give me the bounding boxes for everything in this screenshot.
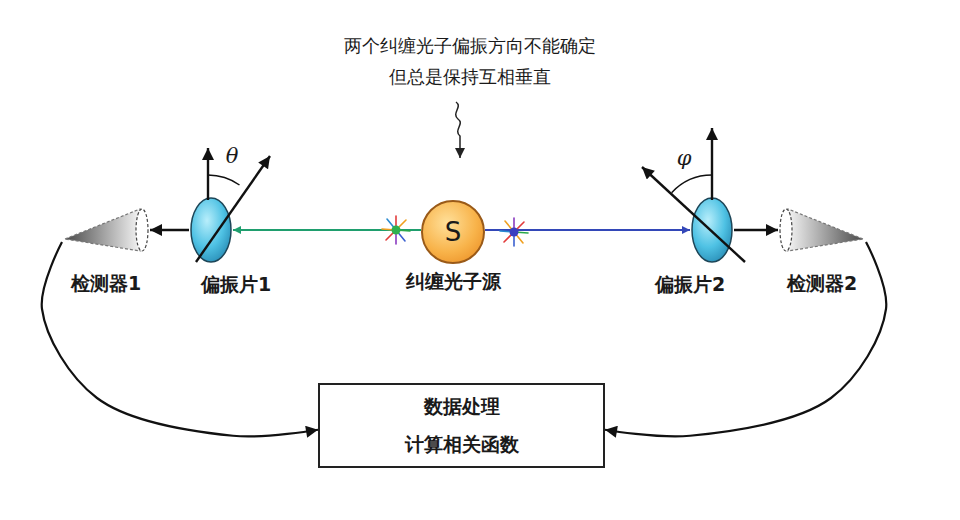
label-holder: 偏振片1 [201,272,271,298]
angle-arc [208,175,240,185]
box-body: 计算相关函数 [405,432,519,458]
label-holder: 纠缠光子源 [406,269,501,295]
angle-arc [672,175,712,193]
photon-source: S纠缠光子源 [421,200,485,264]
label-holder: 检测器2 [787,271,857,297]
angle-symbol: φ [677,146,692,170]
detector: 检测器2 [778,206,866,254]
polarizer-disc [189,196,233,264]
part-label: 检测器2 [787,272,857,294]
signal-arrow [605,242,886,436]
detector-horn [778,206,866,254]
angle-symbol: θ [226,144,239,168]
label-holder: θ [226,144,239,168]
label-holder: 偏振片2 [655,272,725,298]
reference-axis [207,148,209,200]
polarizer-axis [196,156,270,262]
process-box: 数据处理计算相关函数 [318,383,605,468]
polarizer-disc [690,196,734,264]
photon-green [382,216,410,244]
part-label: 纠缠光子源 [406,270,501,292]
photon-blue [500,218,528,246]
signal-arrow [42,242,318,436]
part-label: 偏振片2 [655,273,725,295]
photon-path [150,229,189,232]
label-holder: φ [677,146,692,170]
polarizer: 偏振片2 [690,196,734,264]
reference-axis [711,128,713,200]
label-holder: 检测器1 [71,271,141,297]
source-symbol: S [445,217,462,247]
detector-horn [62,206,150,254]
part-label: 检测器1 [71,272,141,294]
polarizer-axis [642,167,745,262]
photon-path [734,229,778,232]
part-label: 偏振片1 [201,273,271,295]
label-holder: 两个纠缠光子偏振方向不能确定 但总是保持互相垂直 [340,30,599,92]
box-heading: 数据处理 [424,394,500,420]
pointer-squiggle [456,102,461,158]
polarizer: 偏振片1 [189,196,233,264]
detector: 检测器1 [62,206,150,254]
note-text: 两个纠缠光子偏振方向不能确定 但总是保持互相垂直 [344,35,596,87]
